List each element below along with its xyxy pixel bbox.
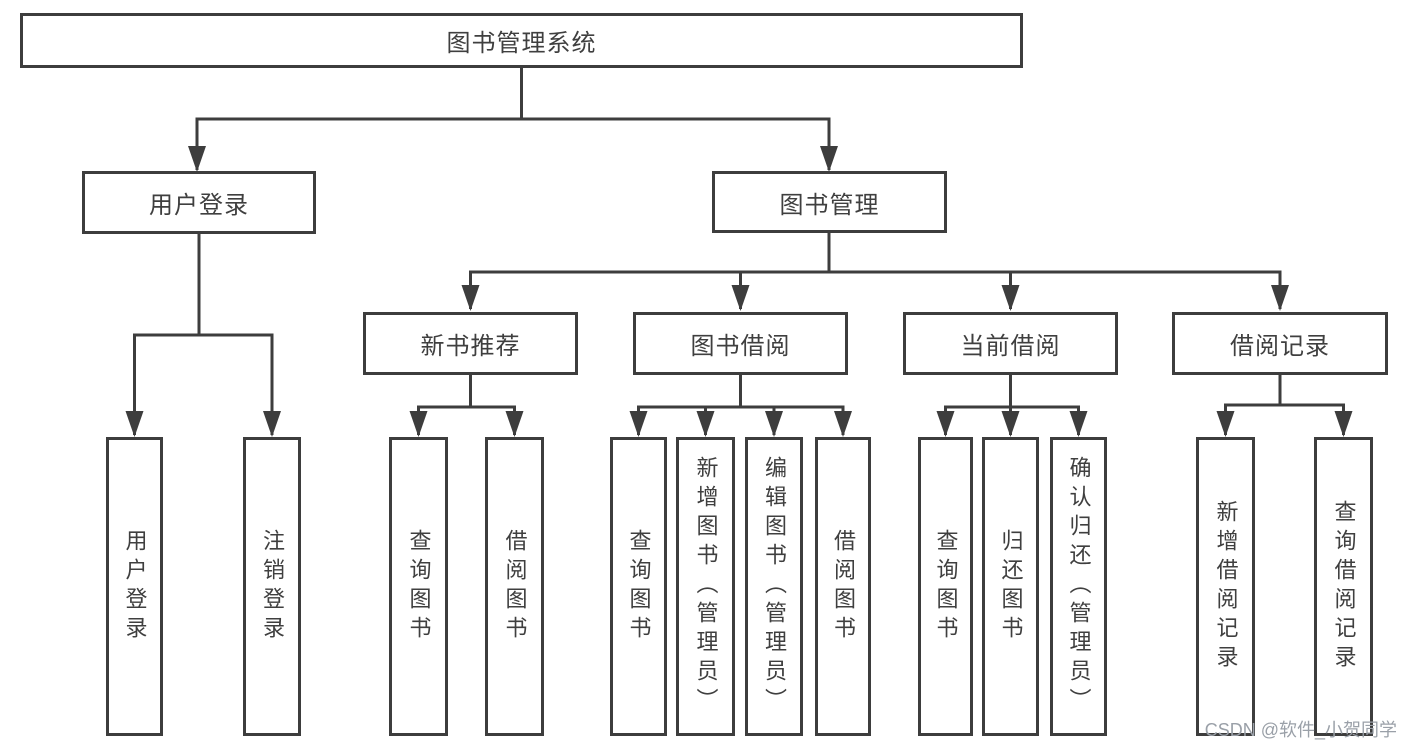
node-borrow-records: 借阅记录 [1172,312,1388,375]
watermark-text: CSDN @软件_小贺同学 [1204,720,1397,740]
node-current-borrow: 当前借阅 [903,312,1118,375]
leaf-query-books-recommend-label: 查询图书 [406,528,432,645]
leaf-query-books-recommend: 查询图书 [389,437,448,736]
leaf-return-book: 归还图书 [982,437,1039,736]
leaf-edit-book-admin-label: 编辑图书（管理员） [762,456,787,717]
leaf-confirm-return-admin: 确认归还（管理员） [1050,437,1107,736]
leaf-borrow-books-recommend-label: 借阅图书 [502,528,528,645]
leaf-add-borrow-record-label: 新增借阅记录 [1213,499,1239,674]
leaf-query-books-current-label: 查询图书 [933,528,959,645]
leaf-logout-label: 注销登录 [260,528,285,645]
leaf-borrow-books-recommend: 借阅图书 [485,437,544,736]
leaf-query-books-current: 查询图书 [918,437,973,736]
leaf-query-books-borrow: 查询图书 [610,437,667,736]
leaf-borrow-books-borrow: 借阅图书 [815,437,871,736]
leaf-add-borrow-record: 新增借阅记录 [1196,437,1255,736]
node-book-management: 图书管理 [712,171,947,233]
node-new-book-recommend: 新书推荐 [363,312,578,375]
node-root: 图书管理系统 [20,13,1023,68]
leaf-user-login-label: 用户登录 [122,528,148,645]
leaf-query-borrow-record: 查询借阅记录 [1314,437,1373,736]
leaf-query-books-borrow-label: 查询图书 [626,528,652,645]
node-new-book-recommend-label: 新书推荐 [420,333,521,360]
node-book-borrow: 图书借阅 [633,312,848,375]
node-root-label: 图书管理系统 [446,30,597,57]
leaf-add-book-admin: 新增图书（管理员） [676,437,735,736]
leaf-add-book-admin-label: 新增图书（管理员） [693,456,719,717]
leaf-logout: 注销登录 [243,437,301,736]
node-book-borrow-label: 图书借阅 [690,333,791,360]
leaf-return-book-label: 归还图书 [998,528,1024,645]
leaf-query-borrow-record-label: 查询借阅记录 [1331,499,1357,674]
node-current-borrow-label: 当前借阅 [960,333,1061,360]
leaf-edit-book-admin: 编辑图书（管理员） [745,437,803,736]
node-user-login-label: 用户登录 [149,192,249,219]
leaf-user-login: 用户登录 [106,437,163,736]
node-book-management-label: 图书管理 [779,191,880,219]
leaf-confirm-return-admin-label: 确认归还（管理员） [1066,456,1092,717]
node-borrow-records-label: 借阅记录 [1230,333,1330,360]
leaf-borrow-books-borrow-label: 借阅图书 [831,528,856,645]
node-user-login: 用户登录 [82,171,316,234]
